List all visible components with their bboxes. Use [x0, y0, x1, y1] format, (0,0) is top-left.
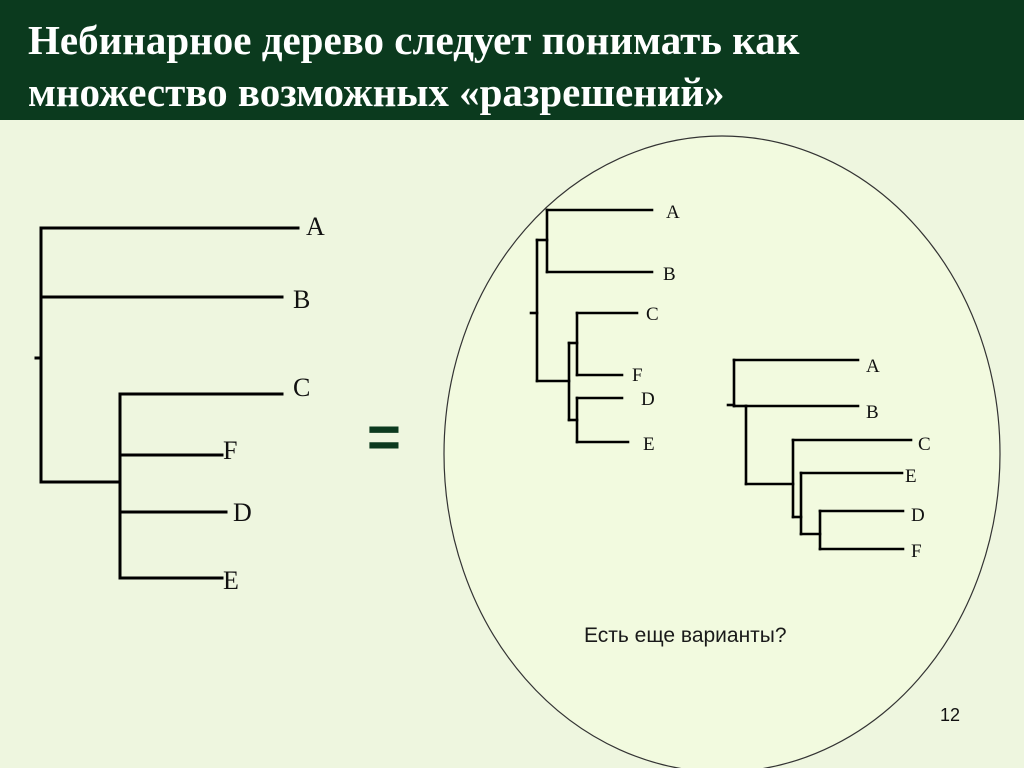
leaf-label: B: [866, 402, 879, 423]
resolution-tree-2: [726, 358, 913, 551]
leaf-label: D: [911, 505, 925, 526]
polytomy-labels: A B C F D E: [223, 212, 325, 595]
slide-title: Небинарное дерево следует понимать как м…: [28, 14, 1008, 118]
polytomy-tree: [34, 226, 300, 580]
leaf-label: A: [306, 212, 325, 241]
leaf-label: F: [911, 541, 922, 562]
title-bar: Небинарное дерево следует понимать как м…: [0, 0, 1024, 120]
leaf-label: C: [293, 373, 310, 402]
leaf-label: A: [666, 202, 680, 223]
resolution-2-labels: A B C E D F: [866, 356, 931, 562]
leaf-label: B: [293, 285, 310, 314]
leaf-label: D: [641, 389, 655, 410]
leaf-label: F: [632, 365, 643, 386]
leaf-label: C: [646, 304, 659, 325]
equals-sign: =: [367, 405, 401, 470]
leaf-label: C: [918, 434, 931, 455]
resolution-tree-1: [529, 208, 654, 444]
leaf-label: E: [643, 434, 655, 455]
leaf-label: D: [233, 498, 252, 527]
leaf-label: B: [663, 264, 676, 285]
leaf-label: E: [223, 566, 239, 595]
slide-title-line-1: Небинарное дерево следует понимать как: [28, 17, 800, 63]
leaf-label: A: [866, 356, 880, 377]
leaf-label: F: [223, 436, 237, 465]
page-number: 12: [940, 705, 961, 725]
question-text: Есть еще варианты?: [584, 624, 787, 647]
resolution-1-labels: A B C F D E: [632, 202, 680, 455]
resolutions-ellipse: [443, 135, 1001, 768]
slide-title-line-2: множество возможных «разрешений»: [28, 69, 725, 115]
leaf-label: E: [905, 466, 917, 487]
